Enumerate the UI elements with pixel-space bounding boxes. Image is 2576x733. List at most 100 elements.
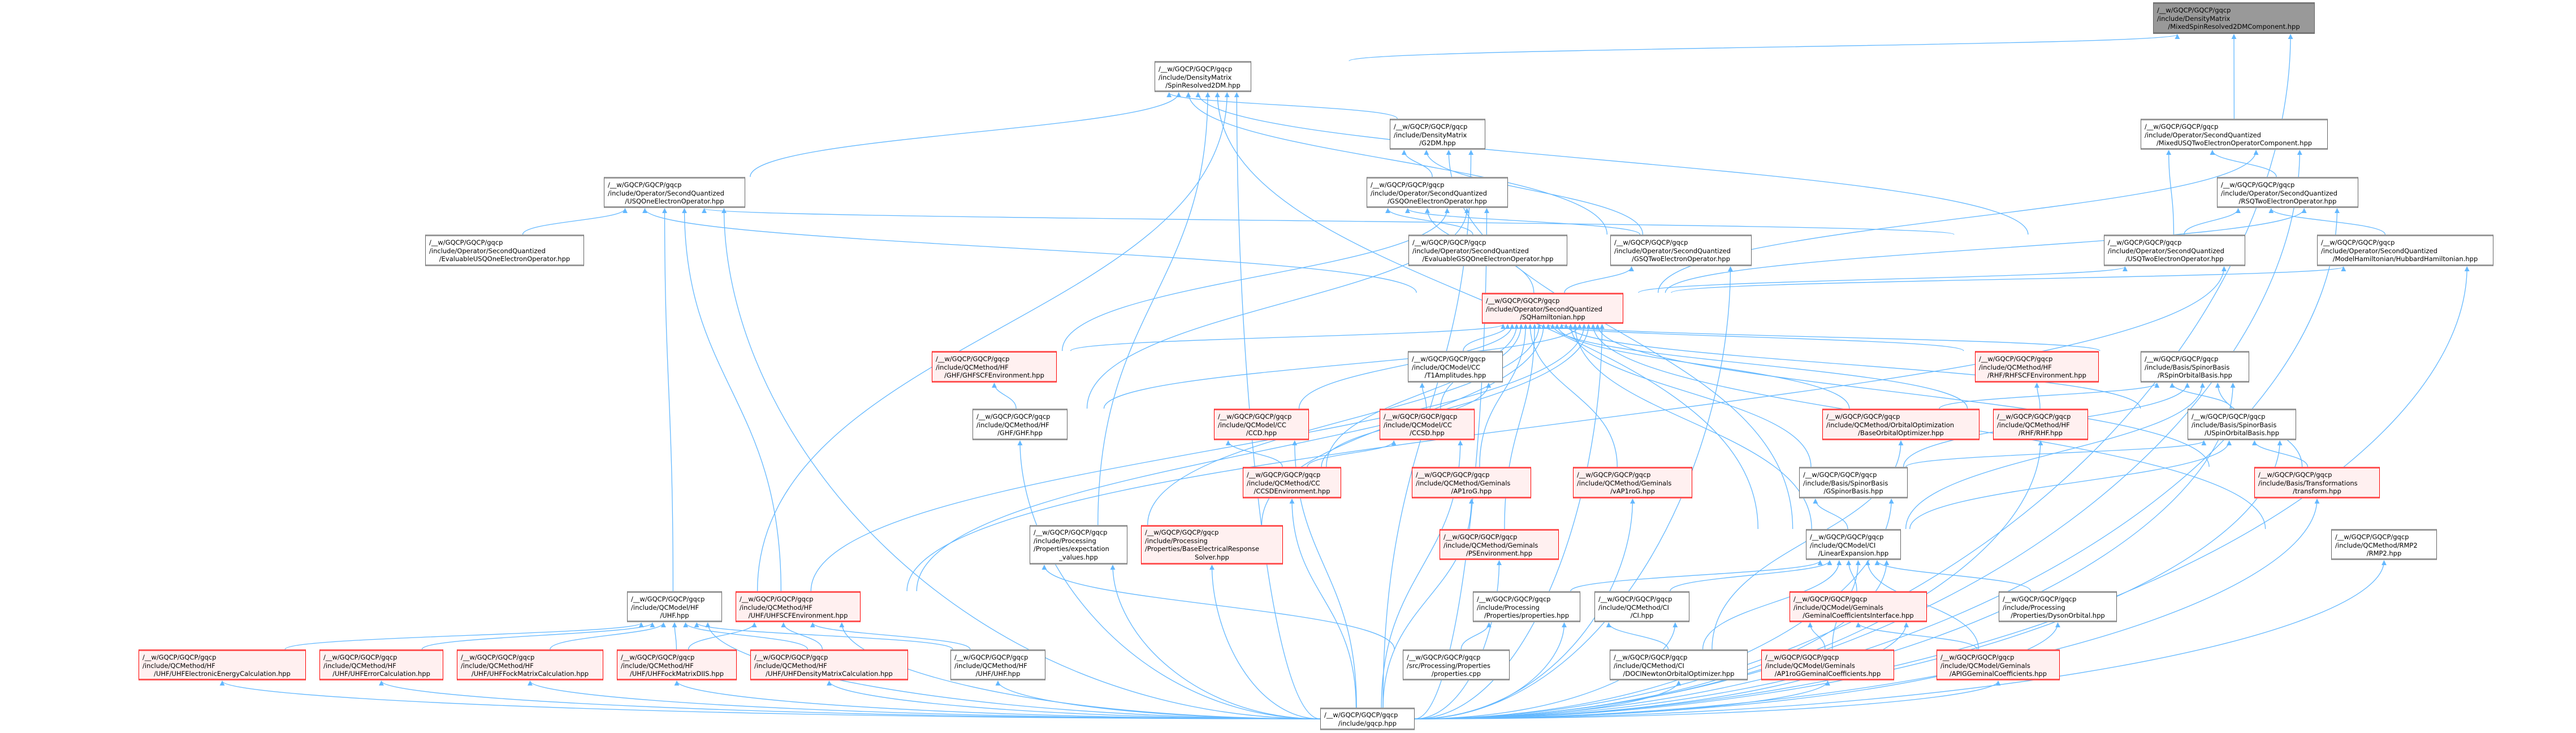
graph-node-rhfscf[interactable]: /__w/GQCP/GQCP/gqcp/include/QCMethod/HF/… (1975, 351, 2099, 383)
graph-node-mixusq[interactable]: /__w/GQCP/GQCP/gqcp/include/Operator/Sec… (2141, 119, 2328, 150)
graph-node-usqone[interactable]: /__w/GQCP/GQCP/gqcp/include/Operator/Sec… (604, 177, 745, 208)
graph-node-dyson[interactable]: /__w/GQCP/GQCP/gqcp/include/Processing/P… (1999, 591, 2117, 622)
graph-node-vap1rog[interactable]: /__w/GQCP/GQCP/gqcp/include/QCMethod/Gem… (1573, 467, 1692, 498)
graph-node-uhfscf[interactable]: /__w/GQCP/GQCP/gqcp/include/QCMethod/HF/… (736, 591, 861, 622)
graph-node-sr2dm[interactable]: /__w/GQCP/GQCP/gqcp/include/DensityMatri… (1155, 61, 1251, 92)
graph-node-usqtwo[interactable]: /__w/GQCP/GQCP/gqcp/include/Operator/Sec… (2104, 235, 2245, 266)
node-label-line: /SpinResolved2DM.hpp (1165, 81, 1241, 89)
node-label-line: /include/QCModel/Geminals (1793, 603, 1883, 611)
node-label-line: /include/QCMethod/HF (954, 661, 1027, 670)
graph-node-rhf[interactable]: /__w/GQCP/GQCP/gqcp/include/QCMethod/HF/… (1993, 409, 2088, 440)
graph-node-baseelec[interactable]: /__w/GQCP/GQCP/gqcp/include/Processing/P… (1141, 525, 1283, 565)
graph-node-ccd[interactable]: /__w/GQCP/GQCP/gqcp/include/QCModel/CC/C… (1214, 409, 1309, 440)
graph-node-psenv[interactable]: /__w/GQCP/GQCP/gqcp/include/QCMethod/Gem… (1440, 529, 1559, 560)
node-label-line: /RSQTwoElectronOperator.hpp (2238, 197, 2337, 205)
graph-node-linexp[interactable]: /__w/GQCP/GQCP/gqcp/include/QCModel/CI/L… (1806, 529, 1901, 560)
graph-node-ap1roggc[interactable]: /__w/GQCP/GQCP/gqcp/include/QCModel/Gemi… (1761, 649, 1894, 680)
graph-node-uhferr[interactable]: /__w/GQCP/GQCP/gqcp/include/QCMethod/HF/… (319, 649, 443, 680)
node-label-line: /__w/GQCP/GQCP/gqcp (1803, 471, 1877, 479)
graph-node-ccsd[interactable]: /__w/GQCP/GQCP/gqcp/include/QCModel/CC/C… (1380, 409, 1475, 440)
graph-node-uhfdens[interactable]: /__w/GQCP/GQCP/gqcp/include/QCMethod/HF/… (750, 649, 908, 680)
edge-ccsd-to-t1 (1419, 383, 1427, 409)
graph-node-rmp2[interactable]: /__w/GQCP/GQCP/gqcp/include/QCMethod/RMP… (2331, 529, 2437, 560)
node-label-line: /include/QCModel/HF (631, 603, 699, 611)
edge-gqcp-to-psenv (1414, 560, 1502, 719)
graph-node-ghfscf[interactable]: /__w/GQCP/GQCP/gqcp/include/QCMethod/HF/… (932, 351, 1057, 383)
graph-node-usob[interactable]: /__w/GQCP/GQCP/gqcp/include/Basis/Spinor… (2188, 409, 2296, 440)
graph-node-rsqtwo[interactable]: /__w/GQCP/GQCP/gqcp/include/Operator/Sec… (2217, 177, 2358, 208)
node-label-line: /AP1roGGeminalCoefficients.hpp (1774, 670, 1881, 678)
node-label-line: /__w/GQCP/GQCP/gqcp (1598, 595, 1672, 603)
graph-node-g2dm[interactable]: /__w/GQCP/GQCP/gqcp/include/DensityMatri… (1390, 119, 1485, 150)
graph-node-baseoo[interactable]: /__w/GQCP/GQCP/gqcp/include/QCMethod/Orb… (1822, 409, 1979, 440)
node-label-line: /UHF/UHFElectronicEnergyCalculation.hpp (154, 670, 291, 678)
graph-node-apiggc[interactable]: /__w/GQCP/GQCP/gqcp/include/QCModel/Gemi… (1937, 649, 2060, 680)
edge-ghf-to-ghfscf (992, 383, 1017, 409)
node-label-line: /include/QCMethod/Geminals (1577, 479, 1672, 487)
graph-node-transform[interactable]: /__w/GQCP/GQCP/gqcp/include/Basis/Transf… (2254, 467, 2380, 498)
node-label-line: /vAP1roG.hpp (1610, 487, 1655, 495)
node-label-line: /__w/GQCP/GQCP/gqcp (1412, 355, 1486, 363)
edge-uhfmeth-to-uhfmodel (694, 622, 953, 650)
graph-node-evalgsq[interactable]: /__w/GQCP/GQCP/gqcp/include/Operator/Sec… (1408, 235, 1567, 266)
node-label-line: /GeminalCoefficientsInterface.hpp (1803, 611, 1914, 619)
node-label-line: /include/Basis/SpinorBasis (2192, 420, 2277, 429)
graph-node-sqham[interactable]: /__w/GQCP/GQCP/gqcp/include/Operator/Sec… (1482, 293, 1623, 324)
graph-node-gsqtwo[interactable]: /__w/GQCP/GQCP/gqcp/include/Operator/Sec… (1610, 235, 1752, 266)
node-label-line: /include/Operator/SecondQuantized (1614, 246, 1731, 255)
node-label-line: /__w/GQCP/GQCP/gqcp (976, 413, 1051, 420)
graph-node-gemint[interactable]: /__w/GQCP/GQCP/gqcp/include/QCModel/Gemi… (1790, 591, 1927, 622)
edge-gsb-to-usob (1905, 440, 2207, 467)
node-label-line: /include/Operator/SecondQuantized (2145, 131, 2261, 139)
graph-node-prophpp[interactable]: /__w/GQCP/GQCP/gqcp/include/Processing/P… (1473, 591, 1580, 622)
edge-transform-to-sqham (1595, 324, 2210, 467)
edge-prophpp-to-linexp (1570, 560, 1823, 592)
graph-node-gsqone[interactable]: /__w/GQCP/GQCP/gqcp/include/Operator/Sec… (1367, 177, 1508, 208)
graph-node-doci[interactable]: /__w/GQCP/GQCP/gqcp/include/QCMethod/CI/… (1610, 649, 1748, 680)
node-label-line: /__w/GQCP/GQCP/gqcp (1034, 528, 1108, 536)
node-label-line: /__w/GQCP/GQCP/gqcp (1940, 653, 2015, 661)
graph-node-ap1rog[interactable]: /__w/GQCP/GQCP/gqcp/include/QCMethod/Gem… (1412, 467, 1531, 498)
edge-transform-to-usob (2251, 440, 2309, 467)
graph-node-hubbard[interactable]: /__w/GQCP/GQCP/gqcp/include/Operator/Sec… (2317, 235, 2493, 266)
graph-node-m2dm: /__w/GQCP/GQCP/gqcp/include/DensityMatri… (2153, 2, 2315, 34)
node-label-line: /include/Operator/SecondQuantized (1486, 305, 1602, 313)
edge-gsqone-to-g2dm (1401, 150, 1433, 177)
edge-sqham-to-hubbard (1671, 266, 2346, 293)
graph-node-propcpp[interactable]: /__w/GQCP/GQCP/gqcp/src/Processing/Prope… (1403, 649, 1510, 680)
graph-node-ci[interactable]: /__w/GQCP/GQCP/gqcp/include/QCMethod/CI/… (1594, 591, 1689, 622)
graph-node-uhfelec[interactable]: /__w/GQCP/GQCP/gqcp/include/QCMethod/HF/… (139, 649, 306, 680)
graph-node-ccsdenv[interactable]: /__w/GQCP/GQCP/gqcp/include/QCMethod/CC/… (1243, 467, 1341, 498)
graph-node-evalusq[interactable]: /__w/GQCP/GQCP/gqcp/include/Operator/Sec… (425, 235, 584, 266)
edge-gsqtwo-to-sr2dm (1186, 92, 1607, 235)
node-label-line: /PSEnvironment.hpp (1466, 549, 1533, 557)
graph-node-t1[interactable]: /__w/GQCP/GQCP/gqcp/include/QCModel/CC/T… (1408, 351, 1503, 383)
graph-node-uhfdiis[interactable]: /__w/GQCP/GQCP/gqcp/include/QCMethod/HF/… (617, 649, 737, 680)
node-label-line: /include/Operator/SecondQuantized (429, 246, 546, 255)
node-label-line: /__w/GQCP/GQCP/gqcp (2258, 471, 2332, 479)
node-label-line: /include/Processing (1477, 603, 1540, 611)
graph-node-gsb[interactable]: /__w/GQCP/GQCP/gqcp/include/Basis/Spinor… (1799, 467, 1908, 498)
edge-uhfmodel-to-sr2dm (757, 92, 1230, 592)
graph-node-expval[interactable]: /__w/GQCP/GQCP/gqcp/include/Processing/P… (1030, 525, 1127, 565)
edge-hubbard-to-rsqtwo (2268, 208, 2386, 235)
graph-node-uhffock[interactable]: /__w/GQCP/GQCP/gqcp/include/QCMethod/HF/… (457, 649, 603, 680)
edge-ap1rog-to-sqham (1479, 324, 1528, 467)
node-label-line: /include/Operator/SecondQuantized (2108, 246, 2224, 255)
edge-gqcp-to-linexp (1414, 560, 1890, 719)
node-label-line: /GHF/GHFSCFEnvironment.hpp (944, 371, 1044, 379)
graph-node-uhfmodel[interactable]: /__w/GQCP/GQCP/gqcp/include/QCModel/HF/U… (627, 591, 722, 622)
edge-usqtwo-to-usqone (702, 208, 1955, 235)
graph-node-rsob[interactable]: /__w/GQCP/GQCP/gqcp/include/Basis/Spinor… (2141, 351, 2249, 383)
node-label-line: /include/QCMethod/HF (323, 661, 396, 670)
node-label-line: /include/Processing (1034, 536, 1096, 545)
node-label-line: /__w/GQCP/GQCP/gqcp (2003, 595, 2077, 603)
node-label-line: /include/gqcp.hpp (1338, 719, 1397, 727)
node-label-line: /__w/GQCP/GQCP/gqcp (1145, 528, 1219, 536)
graph-node-gqcp[interactable]: /__w/GQCP/GQCP/gqcp/include/gqcp.hpp (1320, 708, 1415, 730)
graph-node-uhfmeth[interactable]: /__w/GQCP/GQCP/gqcp/include/QCMethod/HF/… (950, 649, 1045, 680)
edge-gqcp-to-ap1roggc (1414, 680, 1830, 719)
node-label-line: /USQTwoElectronOperator.hpp (2125, 255, 2224, 263)
node-label-line: /CI.hpp (1630, 611, 1654, 619)
graph-node-ghf[interactable]: /__w/GQCP/GQCP/gqcp/include/QCMethod/HF/… (973, 409, 1067, 440)
